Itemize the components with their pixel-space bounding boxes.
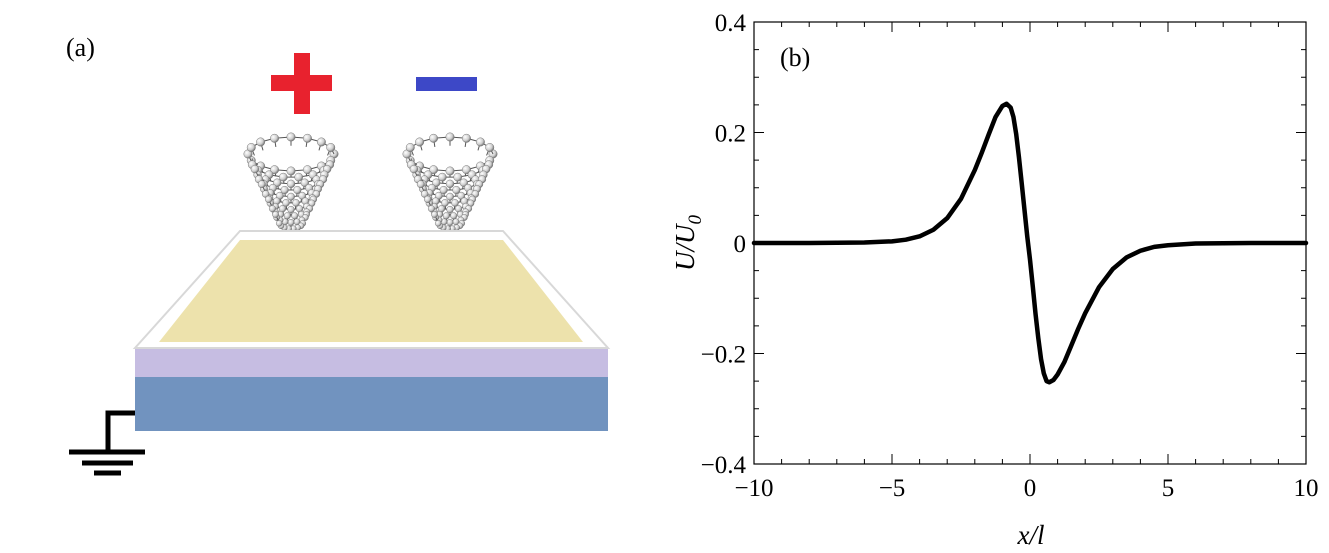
y-axis-title-subscript: 0 [685, 215, 706, 225]
dielectric-layer [135, 349, 608, 377]
x-tick-label: −10 [734, 475, 773, 502]
y-tick-label: 0 [734, 231, 747, 258]
y-axis-title: U/U0 [670, 215, 706, 272]
ground-symbol-icon [69, 410, 145, 476]
panel-a-label: (a) [66, 33, 95, 62]
y-tick-label: 0.2 [715, 121, 746, 148]
carbon-nanotube-icon [243, 132, 339, 232]
series-line [751, 101, 1309, 385]
substrate-layer [135, 377, 608, 431]
x-tick-labels: −10 −5 0 5 10 [734, 475, 1318, 502]
y-tick-label: −0.4 [701, 452, 747, 479]
x-axis-title: x/l [1017, 520, 1045, 550]
plus-vertical-bar [294, 53, 310, 114]
carbon-nanotube-icon [402, 132, 498, 232]
y-tick-label: 0.4 [715, 10, 747, 37]
plus-sign-icon [271, 53, 332, 114]
minus-sign-icon [416, 77, 477, 91]
x-tick-label: 0 [1024, 475, 1037, 502]
panel-a: (a) [66, 33, 611, 476]
x-tick-label: 5 [1162, 475, 1175, 502]
y-tick-labels: −0.4 −0.2 0 0.2 0.4 [701, 10, 747, 479]
x-tick-label: 10 [1294, 475, 1319, 502]
minor-ticks [754, 22, 1306, 464]
y-axis-title-main: U/U [670, 223, 700, 271]
top-electrode [159, 240, 583, 342]
x-tick-label: −5 [879, 475, 906, 502]
panel-b-label: (b) [780, 43, 810, 72]
y-tick-label: −0.2 [701, 342, 746, 369]
